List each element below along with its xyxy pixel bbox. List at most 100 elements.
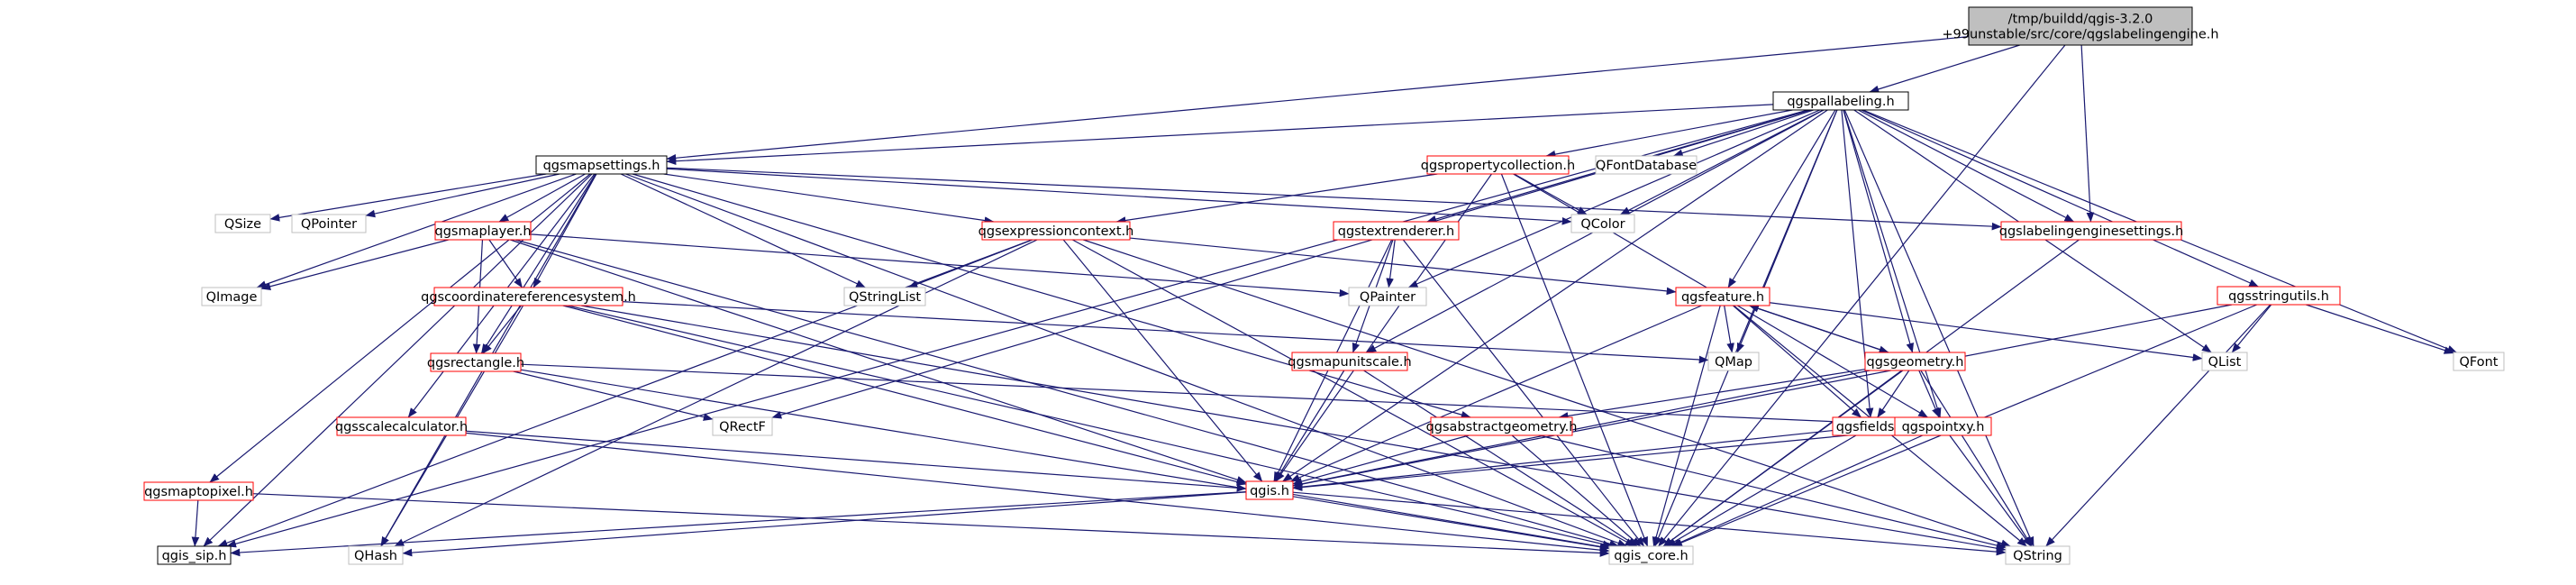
edge-mapunitscale-to-qgis xyxy=(1274,370,1345,482)
edge-feature-to-qgiscore xyxy=(1652,305,1721,547)
edge-absgeom-to-qstring xyxy=(1538,434,2007,550)
node-feature[interactable]: qgsfeature.h xyxy=(1675,287,1770,306)
node-box xyxy=(1426,155,1570,175)
node-qstringlist: QStringList xyxy=(843,287,926,306)
node-box xyxy=(981,221,1131,241)
node-crs[interactable]: qgscoordinatereferencesystem.h xyxy=(421,287,636,306)
node-label: qgsfields.h xyxy=(1836,420,1907,434)
node-box xyxy=(1595,155,1698,175)
node-label: +99unstable/src/core/qgslabelingengine.h xyxy=(1942,28,2218,42)
node-textrenderer[interactable]: qgstextrenderer.h xyxy=(1333,221,1460,241)
node-stringutils[interactable]: qgsstringutils.h xyxy=(2216,286,2341,306)
edge-textrenderer-to-qpainter xyxy=(1386,239,1396,288)
edge-exprctx-to-qgis xyxy=(1062,239,1263,482)
edge-stringutils-to-qlist xyxy=(2231,304,2272,353)
node-box xyxy=(201,287,262,306)
edge-maplayer-to-qgiscore xyxy=(514,239,1620,548)
edge-geometry-to-fields xyxy=(1877,370,1910,418)
node-maplayer[interactable]: qgsmaplayer.h xyxy=(434,221,532,241)
node-label: qgsgeometry.h xyxy=(1867,355,1964,370)
node-label: QFontDatabase xyxy=(1596,159,1697,173)
node-qgissip[interactable]: qgis_sip.h xyxy=(157,545,232,565)
node-qmap: QMap xyxy=(1707,352,1760,371)
node-labelengset[interactable]: qgslabelingenginesettings.h xyxy=(1999,221,2184,241)
node-qgis[interactable]: qgis.h xyxy=(1245,480,1294,500)
node-box xyxy=(2453,352,2505,371)
node-label: qgis_sip.h xyxy=(162,549,227,563)
node-box xyxy=(1570,214,1635,233)
edge-pallabeling-to-qfontdb xyxy=(1672,109,1814,157)
node-qfontdb: QFontDatabase xyxy=(1595,155,1698,175)
edge-qgis-to-qstring xyxy=(1292,491,2007,556)
edge-feature-to-fields xyxy=(1733,305,1861,418)
node-label: qgsmaptopixel.h xyxy=(144,485,253,499)
node-mapunitscale[interactable]: qgsmapunitscale.h xyxy=(1288,352,1412,371)
edge-scalecalc-to-qgiscore xyxy=(465,432,1610,554)
node-box xyxy=(1430,416,1573,436)
node-box xyxy=(433,287,624,306)
edge-exprctx-to-qstring xyxy=(1083,239,2011,547)
node-mapsettings[interactable]: qgsmapsettings.h xyxy=(535,155,668,175)
header-nodes: /tmp/buildd/qgis-3.2.0+99unstable/src/co… xyxy=(143,6,2505,565)
node-root[interactable]: /tmp/buildd/qgis-3.2.0+99unstable/src/co… xyxy=(1942,6,2219,46)
node-box xyxy=(1608,545,1694,565)
node-label: QColor xyxy=(1580,217,1625,232)
edge-pallabeling-to-qgiscore xyxy=(1654,109,1838,547)
node-qhash: QHash xyxy=(348,545,404,565)
node-box xyxy=(291,214,367,233)
edge-feature-to-qlist xyxy=(1769,302,2203,361)
edge-geometry-to-qgiscore xyxy=(1662,370,1904,547)
node-exprctx[interactable]: qgsexpressioncontext.h xyxy=(979,221,1134,241)
edge-mapsettings-to-qstringlist xyxy=(620,173,866,288)
edge-crs-to-qgiscore xyxy=(567,305,1613,548)
node-label: QPainter xyxy=(1360,290,1415,305)
node-label: qgspallabeling.h xyxy=(1787,95,1894,109)
node-label: QImage xyxy=(206,290,258,305)
node-qpainter: QPainter xyxy=(1348,287,1427,306)
edge-crs-to-qmap xyxy=(622,301,1709,364)
edge-qgis-to-qgiscore xyxy=(1292,493,1610,551)
node-qrectf: QRectF xyxy=(712,416,773,436)
node-label: QList xyxy=(2208,355,2242,370)
node-pallabeling[interactable]: qgspallabeling.h xyxy=(1772,91,1909,111)
edge-propcoll-to-exprctx xyxy=(1115,173,1438,224)
node-rectangle[interactable]: qgsrectangle.h xyxy=(427,352,524,372)
edge-geometry-to-absgeom xyxy=(1558,369,1866,420)
node-label: qgscoordinatereferencesystem.h xyxy=(421,290,636,305)
edge-pallabeling-to-qcolor xyxy=(1619,109,1824,215)
node-fields[interactable]: qgsfields.h xyxy=(1832,416,1911,436)
node-absgeom[interactable]: qgsabstractgeometry.h xyxy=(1426,416,1578,436)
edge-pallabeling-to-qstring xyxy=(1843,109,2034,547)
node-qpointer: QPointer xyxy=(291,214,367,233)
edge-mapsettings-to-maplayer xyxy=(498,173,586,223)
edge-textrenderer-to-qgiscore xyxy=(1402,239,1645,547)
edge-pallabeling-to-feature xyxy=(1727,109,1836,288)
node-box xyxy=(1348,287,1427,306)
node-box xyxy=(1968,6,2193,46)
edge-pallabeling-to-pointxy xyxy=(1843,109,1942,418)
node-box xyxy=(1707,352,1760,371)
node-geometry[interactable]: qgsgeometry.h xyxy=(1864,352,1966,371)
node-maptopixel[interactable]: qgsmaptopixel.h xyxy=(143,481,254,501)
node-scalecalc[interactable]: qgsscalecalculator.h xyxy=(335,416,468,436)
node-box xyxy=(2000,221,2182,241)
edge-qgis-to-qgissip xyxy=(230,490,1247,557)
edge-rectangle-to-pointxy xyxy=(520,363,1896,428)
node-label: qgstextrenderer.h xyxy=(1338,224,1454,239)
node-box xyxy=(843,287,926,306)
edge-geometry-to-feature xyxy=(1749,305,1889,353)
edge-rectangle-to-qgiscore xyxy=(520,369,1610,551)
edge-absgeom-to-qgiscore xyxy=(1511,434,1642,547)
node-box xyxy=(1245,480,1294,500)
node-label: qgsfeature.h xyxy=(1681,290,1764,305)
edge-maplayer-to-crs xyxy=(488,239,523,288)
edge-feature-to-qmap xyxy=(1724,305,1734,353)
node-pointxy[interactable]: qgspointxy.h xyxy=(1894,416,1992,436)
node-label: qgsmaplayer.h xyxy=(434,224,531,239)
node-label: QHash xyxy=(354,549,397,563)
node-propcoll[interactable]: qgspropertycollection.h xyxy=(1421,155,1575,175)
node-box xyxy=(1333,221,1460,241)
node-box xyxy=(143,481,254,501)
edge-mapsettings-to-rectangle xyxy=(480,173,596,354)
node-label: QStringList xyxy=(849,290,921,305)
